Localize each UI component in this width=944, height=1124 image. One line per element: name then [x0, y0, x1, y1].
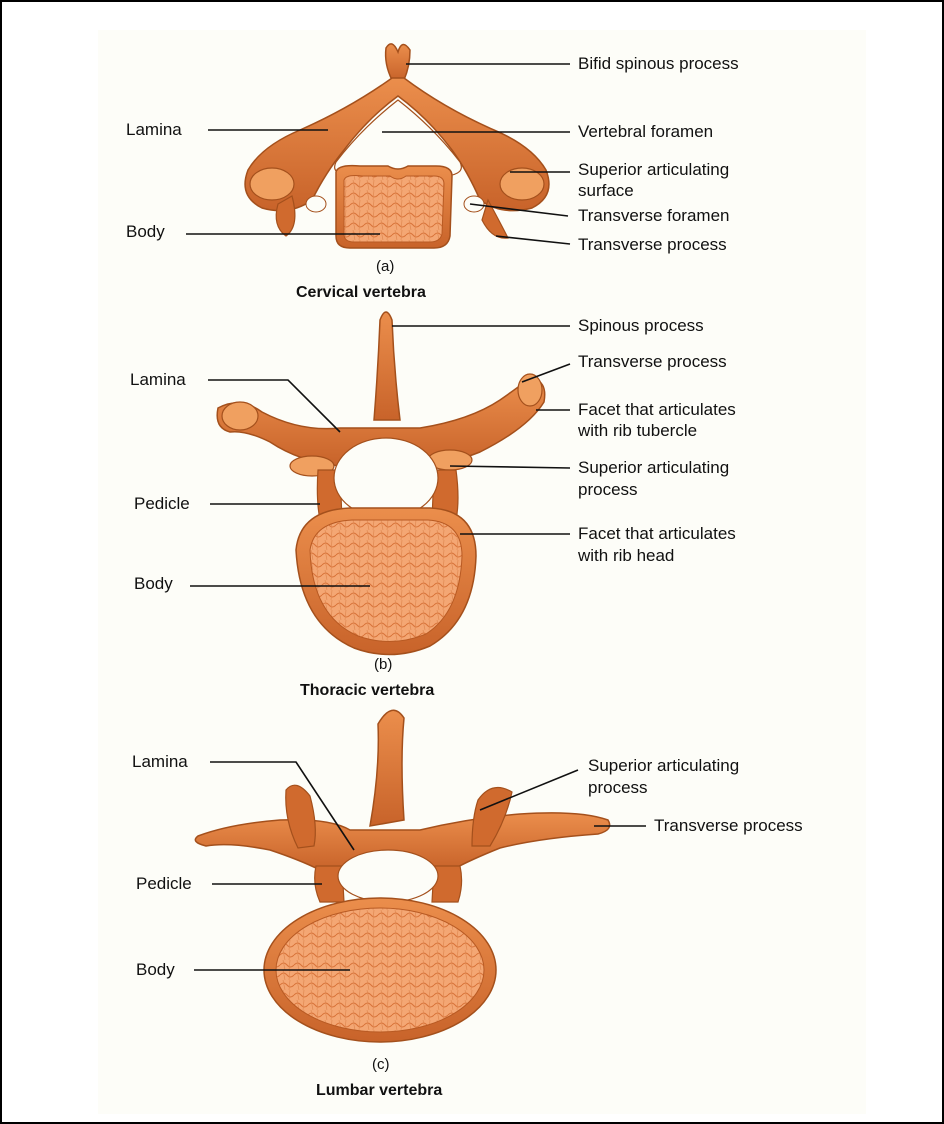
label-body-thoracic: Body	[134, 574, 173, 594]
title-lumbar-vertebra: Lumbar vertebra	[316, 1082, 442, 1100]
title-cervical-vertebra: Cervical vertebra	[296, 284, 426, 302]
label-facet-rib-tubercle-line2: with rib tubercle	[578, 421, 697, 441]
label-body-lumbar: Body	[136, 960, 175, 980]
title-thoracic-vertebra: Thoracic vertebra	[300, 682, 434, 700]
label-spinous-process: Spinous process	[578, 316, 704, 336]
label-body-cervical: Body	[126, 222, 165, 242]
label-transverse-process-thoracic: Transverse process	[578, 352, 727, 372]
caption-c: (c)	[372, 1056, 390, 1073]
label-pedicle-lumbar: Pedicle	[136, 874, 192, 894]
caption-b: (b)	[374, 656, 392, 673]
label-superior-articulating-process-line1: Superior articulating	[578, 458, 729, 478]
lumbar-vertebra-drawing	[195, 710, 609, 1042]
label-facet-rib-tubercle-line1: Facet that articulates	[578, 400, 736, 420]
label-pedicle-thoracic: Pedicle	[134, 494, 190, 514]
label-lamina-thoracic: Lamina	[130, 370, 186, 390]
label-bifid-spinous-process: Bifid spinous process	[578, 54, 739, 74]
caption-a: (a)	[376, 258, 394, 275]
label-lamina-cervical: Lamina	[126, 120, 182, 140]
label-facet-rib-head-line2: with rib head	[578, 546, 674, 566]
label-superior-articulating-process-lumbar-line1: Superior articulating	[588, 756, 739, 776]
label-transverse-process-cervical: Transverse process	[578, 235, 727, 255]
cervical-vertebra-drawing	[245, 44, 549, 248]
label-superior-articulating-surface-line2: surface	[578, 181, 634, 201]
label-superior-articulating-process-lumbar-line2: process	[588, 778, 648, 798]
label-facet-rib-head-line1: Facet that articulates	[578, 524, 736, 544]
label-transverse-foramen: Transverse foramen	[578, 206, 729, 226]
label-transverse-process-lumbar: Transverse process	[654, 816, 803, 836]
label-superior-articulating-process-line2: process	[578, 480, 638, 500]
thoracic-vertebra-drawing	[217, 312, 545, 655]
label-lamina-lumbar: Lamina	[132, 752, 188, 772]
label-superior-articulating-surface-line1: Superior articulating	[578, 160, 729, 180]
label-vertebral-foramen: Vertebral foramen	[578, 122, 713, 142]
